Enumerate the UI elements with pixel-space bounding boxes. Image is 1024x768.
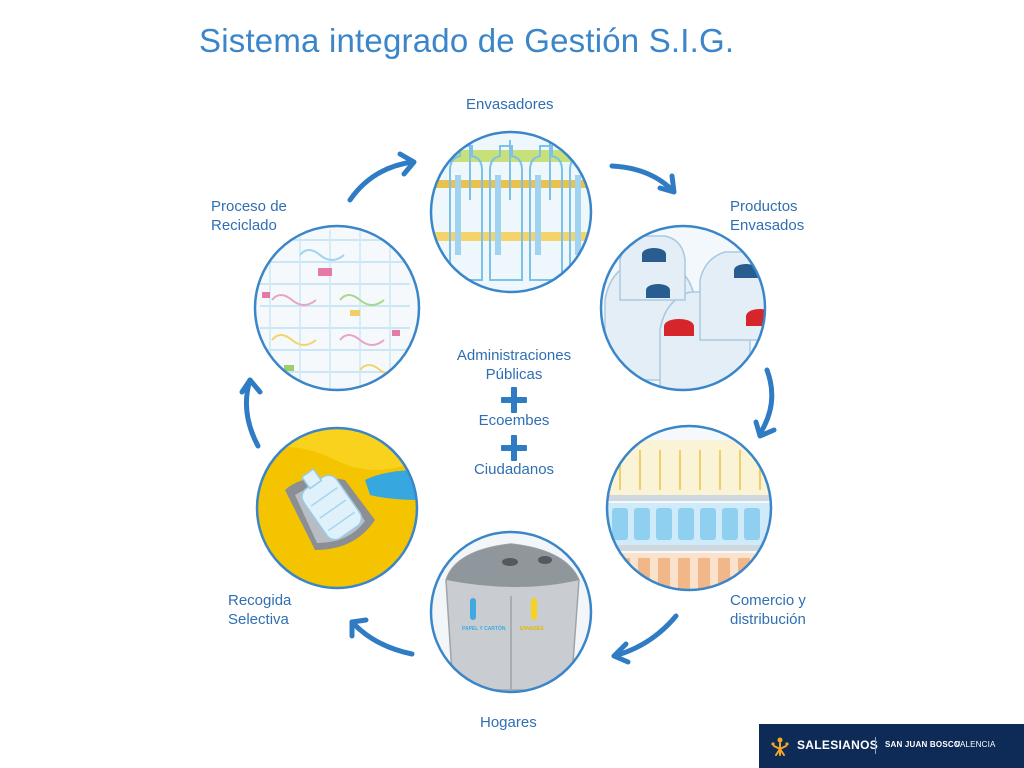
footer-city: VALENCIA: [955, 740, 996, 749]
center-administraciones: Administraciones Públicas: [456, 347, 572, 383]
plus-icon: [501, 435, 527, 461]
arrow-productos-to-comercio: [753, 367, 777, 439]
arrow-envasadores-to-productos: [609, 163, 677, 195]
reciclado-illustration: [253, 224, 421, 392]
bin-label-left: PAPEL Y CARTÓN: [462, 624, 506, 632]
center-ciudadanos: Ciudadanos: [473, 461, 555, 478]
bin-label-right: ENVASES: [520, 626, 544, 632]
center-ecoembes: Ecoembes: [478, 412, 550, 429]
comercio-illustration: [605, 424, 773, 592]
arrow-comercio-to-hogares: [611, 613, 679, 665]
footer-separator: [875, 737, 876, 754]
hogares-illustration: PAPEL Y CARTÓN ENVASES: [429, 530, 593, 694]
footer-school: SAN JUAN BOSCO: [885, 740, 961, 749]
envasadores-illustration: [429, 130, 593, 294]
label-hogares: Hogares: [480, 714, 537, 731]
arrow-hogares-to-recogida: [349, 617, 415, 657]
label-envasadores: Envasadores: [466, 96, 554, 113]
label-productos-envasados: Productos Envasados: [730, 198, 805, 234]
page-title: Sistema integrado de Gestión S.I.G.: [199, 22, 735, 59]
label-comercio-distribucion: Comercio y distribución: [730, 592, 806, 628]
productos-envasados-illustration: [599, 224, 767, 392]
footer-brand: SALESIANOS: [797, 738, 879, 752]
salesianos-logo-icon: [771, 737, 789, 756]
recogida-illustration: [255, 426, 419, 590]
arrow-recogida-to-reciclado: [239, 377, 263, 449]
arrow-reciclado-to-envasadores: [347, 151, 417, 203]
footer-logo-bar: SALESIANOS SAN JUAN BOSCO VALENCIA: [759, 724, 1024, 768]
plus-icon: [501, 387, 527, 413]
label-recogida-selectiva: Recogida Selectiva: [228, 592, 292, 628]
label-proceso-reciclado: Proceso de Reciclado: [211, 198, 287, 234]
